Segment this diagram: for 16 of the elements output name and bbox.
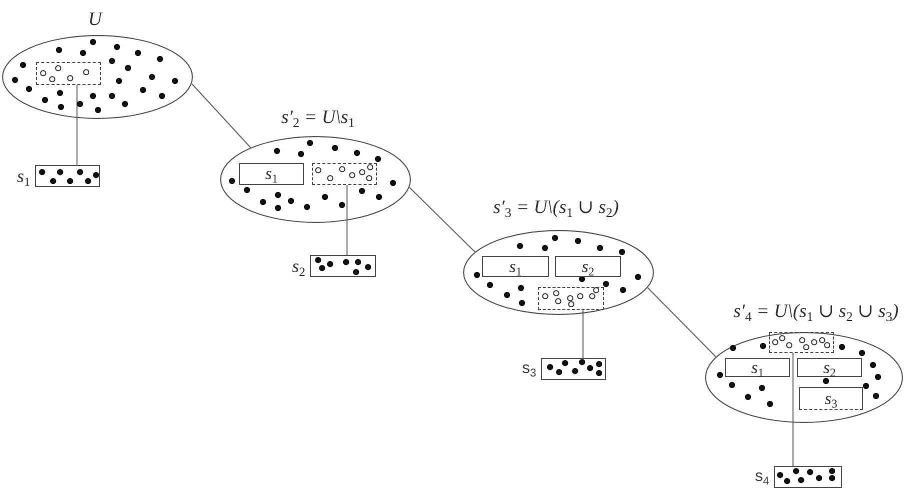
set-label: s′$_{2}$ = U\s$_{1}$ (281, 106, 355, 130)
connector-line (191, 83, 251, 148)
element-box (310, 255, 376, 277)
set-label: s$_{2}$ (292, 256, 306, 276)
element-box (541, 358, 606, 380)
set-label: s$_{4}$ (755, 467, 770, 487)
connector-line (647, 287, 716, 358)
connector-line (582, 310, 584, 358)
set-label: s′$_{3}$ = U\(s$_{1}$ ∪ s$_{2}$) (493, 196, 619, 220)
element-box (774, 466, 842, 488)
set-label: U (88, 8, 102, 32)
element-box (35, 165, 100, 187)
set-label: s′$_{4}$ = U\(s$_{1}$ ∪ s$_{2}$ ∪ s$_{3}$) (733, 300, 899, 324)
set-label: s$_{1}$ (17, 166, 30, 186)
connector-line (409, 187, 476, 252)
set-label: s$_{3}$ (522, 359, 536, 379)
